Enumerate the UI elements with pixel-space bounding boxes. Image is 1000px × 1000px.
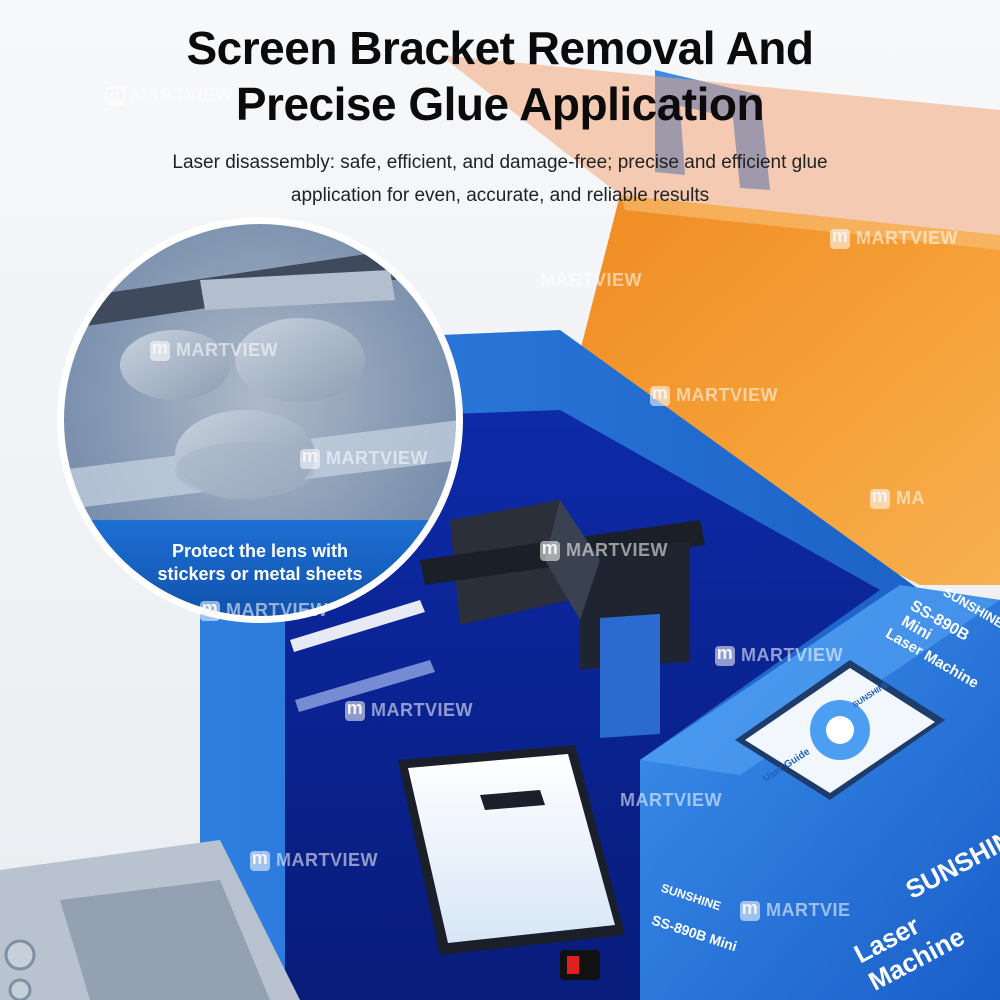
subtitle: Laser disassembly: safe, efficient, and … bbox=[100, 146, 900, 212]
martview-logo-icon bbox=[870, 486, 890, 509]
watermark-text: MARTVIEW bbox=[540, 270, 642, 290]
watermark-text: MARTVIEW bbox=[345, 698, 473, 721]
martview-logo-icon bbox=[540, 538, 560, 561]
watermark-text: MARTVIEW bbox=[300, 446, 428, 469]
watermark-text: MARTVIEW bbox=[200, 598, 328, 621]
martview-logo-icon bbox=[200, 598, 220, 621]
martview-logo-icon bbox=[830, 226, 850, 249]
watermark-text: MARTVIEW bbox=[250, 848, 378, 871]
watermark-text: MARTVIEW bbox=[715, 643, 843, 666]
title-line-2: Precise Glue Application bbox=[235, 78, 765, 130]
subtitle-line-2: application for even, accurate, and reli… bbox=[290, 185, 710, 206]
watermark-text: MARTVIEW bbox=[620, 790, 722, 810]
martview-logo-icon bbox=[105, 83, 125, 106]
power-switch[interactable] bbox=[562, 952, 598, 978]
watermark-text: MA bbox=[870, 486, 925, 509]
martview-logo-icon bbox=[345, 698, 365, 721]
lens-caption-line-2: stickers or metal sheets bbox=[157, 564, 363, 584]
lens-callout-caption: Protect the lens with stickers or metal … bbox=[120, 540, 400, 586]
lens-caption-line-1: Protect the lens with bbox=[171, 541, 349, 561]
martview-logo-icon bbox=[150, 338, 170, 361]
martview-logo-icon bbox=[650, 383, 670, 406]
watermark-text: MARTVIE bbox=[740, 898, 851, 921]
watermark-text: MARTVIEW bbox=[105, 83, 233, 106]
martview-logo-icon bbox=[715, 643, 735, 666]
watermark-text: MARTVIEW bbox=[150, 338, 278, 361]
watermark-text: MARTVIEW bbox=[650, 383, 778, 406]
watermark-text: MARTVIEW bbox=[540, 538, 668, 561]
watermark-text: MARTVIEW bbox=[830, 226, 958, 249]
martview-logo-icon bbox=[250, 848, 270, 871]
martview-logo-icon bbox=[300, 446, 320, 469]
martview-logo-icon bbox=[740, 898, 760, 921]
subtitle-line-1: Laser disassembly: safe, efficient, and … bbox=[172, 152, 828, 173]
page-title: Screen Bracket Removal And Precise Glue … bbox=[0, 20, 1000, 132]
title-line-1: Screen Bracket Removal And bbox=[186, 22, 814, 74]
